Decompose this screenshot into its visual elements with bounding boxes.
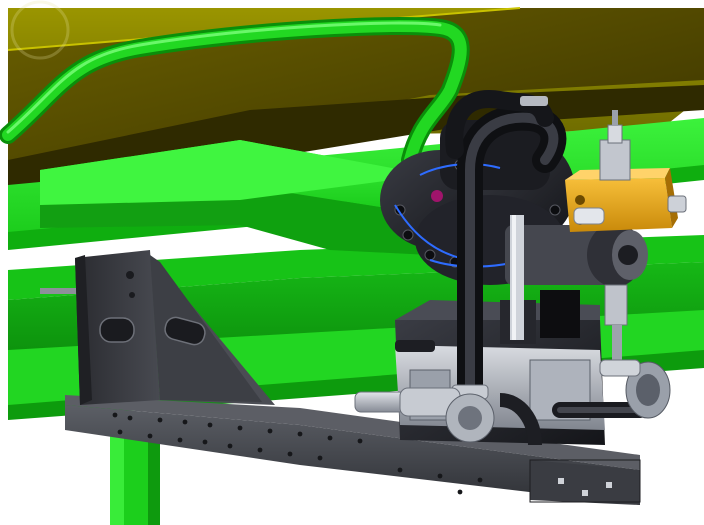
outlet-fittings	[552, 284, 671, 419]
mounting-bracket-icon	[65, 250, 641, 505]
watermark-mark	[10, 0, 70, 60]
rod	[40, 288, 80, 294]
valve-manifold-icon	[565, 110, 687, 232]
black-hose	[445, 90, 567, 413]
inlet-fittings	[354, 340, 542, 446]
green-hose	[0, 17, 470, 169]
mounting-plate	[40, 140, 430, 255]
